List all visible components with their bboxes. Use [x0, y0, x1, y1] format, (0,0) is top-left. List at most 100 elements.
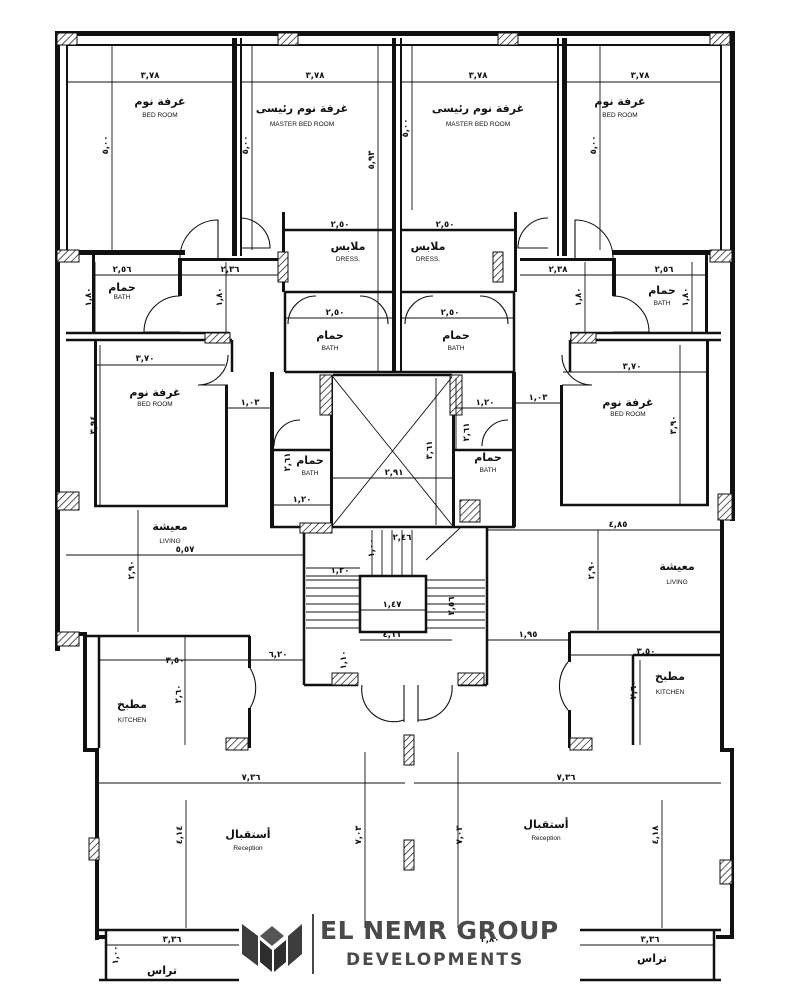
label-living-left-ar: معيشة: [152, 520, 187, 533]
label-bed-left-ar: غرفة نوم: [134, 95, 185, 108]
label-reception-left-ar: أستقبال: [225, 827, 270, 841]
dimension-lines: [66, 46, 721, 946]
dim-text: ٢,٦٠: [629, 681, 639, 700]
dim-text: ٢,٩٠: [587, 561, 597, 580]
dim-text: ١,٠٠: [367, 539, 377, 558]
dim-text: ١,٨٠: [681, 288, 691, 307]
label-dress-right-ar: ملابس: [411, 240, 446, 253]
label-kitchen-left-ar: مطبخ: [117, 698, 147, 711]
label-kitchen-right-ar: مطبخ: [655, 670, 685, 683]
dim-text: ٧,٠٣: [354, 825, 364, 845]
dim-text: ٣,٦١: [425, 441, 435, 460]
dim-text: ٢,٥٦: [447, 597, 457, 616]
dim-text: ٤,٨٥: [609, 520, 628, 530]
label-bath-core-right-en: BATH: [480, 467, 497, 474]
dim-text: ٢,٦٠: [174, 685, 184, 704]
dim-text: ٤,١١: [383, 630, 402, 640]
label-reception-right-en: Reception: [531, 835, 561, 842]
label-bed-mid-right-ar: غرفة نوم: [602, 396, 653, 409]
label-bed-mid-left-en: BED ROOM: [137, 401, 172, 408]
dim-text: ٧,٣٦: [242, 773, 261, 783]
dim-text: ١,٠٣: [529, 393, 549, 403]
label-bed-mid-right-en: BED ROOM: [610, 411, 645, 418]
dim-text: ٢,٥٠: [331, 220, 350, 230]
label-terrace-left-ar: تراس: [147, 964, 177, 977]
label-bed-mid-left-ar: غرفة نوم: [129, 386, 180, 399]
dim-text: ١,٨٠: [215, 288, 225, 307]
brand-logo: EL NEMR GROUP DEVELOPMENTS: [236, 910, 566, 980]
dim-text: ٢,٥٠: [326, 308, 345, 318]
dim-text: ٧,٠٣: [455, 825, 465, 845]
dim-text: ٢,٩٠: [127, 561, 137, 580]
dim-text: ٥,٠٠: [589, 136, 599, 155]
label-master-left-en: MASTER BED ROOM: [270, 121, 334, 128]
label-bath-mid-right-ar: حمام: [442, 329, 470, 342]
dim-text: ٢,٥٠: [441, 308, 460, 318]
label-bed-right-ar: غرفة نوم: [594, 95, 645, 108]
label-dress-left-en: DRESS.: [336, 256, 360, 263]
room-labels: غرفة نوم BED ROOM غرفة نوم رئيسى MASTER …: [108, 95, 694, 977]
label-dress-right-en: DRESS.: [416, 256, 440, 263]
dim-text: ٥,٩٣: [367, 150, 377, 170]
dim-text: ٣,٧٨: [469, 71, 489, 81]
dim-text: ٥,٠٠: [401, 119, 411, 138]
label-bath-top-right-ar: حمام: [648, 284, 676, 297]
label-bath-mid-left-en: BATH: [322, 345, 339, 352]
dim-text: ٢,٣٦: [221, 265, 240, 275]
dim-text: ١,٤٧: [383, 600, 403, 610]
label-bed-left-en: BED ROOM: [142, 112, 177, 119]
dim-text: ٣,٨٠: [481, 935, 500, 945]
label-bath-mid-right-en: BATH: [448, 345, 465, 352]
dim-text: ١,٢٠: [331, 566, 350, 576]
dim-text: ١,١٠: [339, 651, 349, 670]
dim-text: ٢,٥٦: [655, 265, 674, 275]
dim-text: ١,٩٥: [519, 630, 538, 640]
dim-text: ١,٢٠: [293, 495, 312, 505]
label-master-right-en: MASTER BED ROOM: [446, 121, 510, 128]
dim-text: ٥,٠٠: [101, 136, 111, 155]
doors: [143, 217, 650, 723]
dim-text: ١,٨٠: [84, 288, 94, 307]
label-terrace-right-ar: تراس: [637, 952, 667, 965]
label-living-left-en: LIVING: [159, 538, 180, 545]
dim-text: ٣,٣٦: [641, 935, 660, 945]
label-bath-top-left-en: BATH: [114, 294, 131, 301]
dim-text: ٥,٥٧: [176, 545, 196, 555]
label-bath-core-left-ar: حمام: [296, 454, 324, 467]
stair-treads: [306, 527, 485, 629]
label-master-right-ar: غرفة نوم رئيسى: [432, 102, 524, 115]
dim-text: ٣,٧٨: [141, 71, 161, 81]
dim-text: ٥,٠٠: [241, 136, 251, 155]
dim-text: ٣,٧٨: [631, 71, 651, 81]
label-bath-core-right-ar: حمام: [474, 451, 502, 464]
dim-text: ٢,٣٨: [549, 265, 569, 275]
brand-name: EL NEMR GROUP: [320, 916, 559, 945]
dim-text: ٢,٥٠: [436, 220, 455, 230]
label-reception-right-ar: أستقبال: [523, 817, 568, 831]
dim-text: ٢,٤٦: [393, 533, 412, 543]
dim-text: ١,٢٠: [476, 398, 495, 408]
dim-text: ٢,٥٦: [113, 265, 132, 275]
label-kitchen-left-en: KITCHEN: [118, 717, 147, 724]
dim-text: ٣,٧٨: [306, 71, 326, 81]
dim-text: ٣,٩٤: [89, 416, 99, 435]
label-bed-right-en: BED ROOM: [602, 112, 637, 119]
label-bath-top-right-en: BATH: [654, 300, 671, 307]
label-living-right-ar: معيشة: [659, 560, 694, 573]
dim-text: ١,٠٠: [111, 946, 121, 965]
dim-text: ٦,٢٠: [269, 650, 288, 660]
dim-text: ٣,٩٠: [669, 416, 679, 435]
dim-text: ٣,٥٠: [637, 647, 656, 657]
brand-mark-icon: [242, 924, 302, 972]
dim-text: ٢,٩١: [385, 468, 404, 478]
dim-text: ٤,١٨: [651, 825, 661, 845]
dim-text: ١,٠٣: [241, 398, 261, 408]
label-bath-top-left-ar: حمام: [108, 281, 136, 294]
dim-text: ٣,٥٠: [166, 656, 185, 666]
brand-subtitle: DEVELOPMENTS: [346, 950, 525, 970]
dim-text: ٤,١٤: [175, 826, 185, 845]
label-living-right-en: LIVING: [666, 579, 687, 586]
dim-text: ٣,٧٠: [136, 354, 155, 364]
dim-text: ٣,٣٦: [163, 935, 182, 945]
